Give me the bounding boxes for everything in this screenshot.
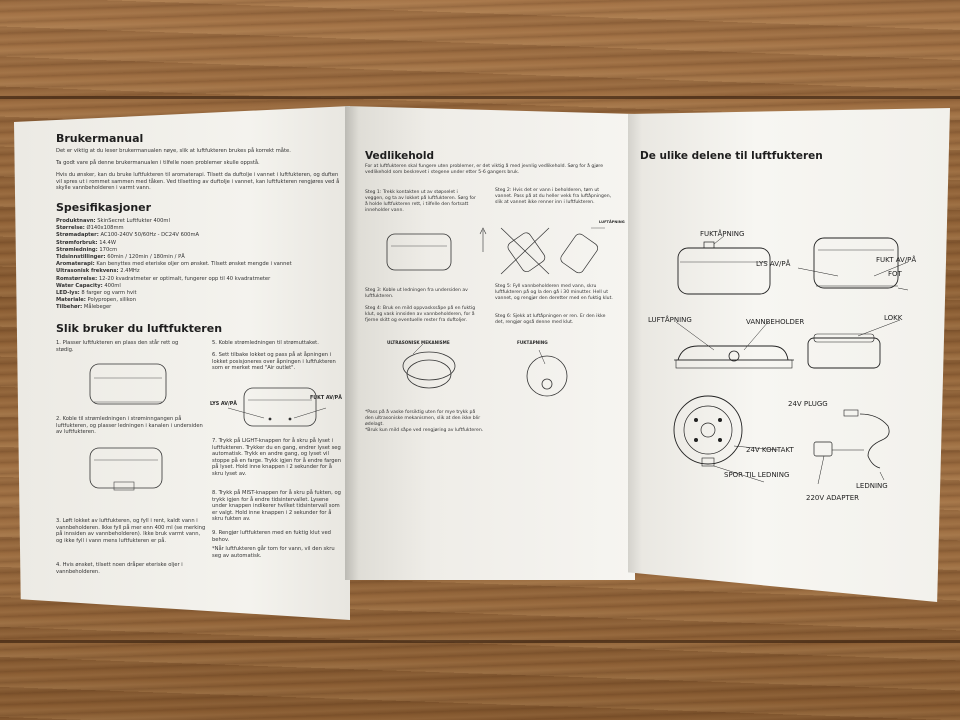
label-fot: FOT xyxy=(888,270,902,278)
maint-step-1: Steg 1: Trekk kontakten ut av støpselet … xyxy=(365,190,476,213)
label-24v-plug: 24V PLUGG xyxy=(788,400,828,408)
label-cable: LEDNING xyxy=(856,482,888,490)
label-vannbeholder: VANNBEHOLDER xyxy=(746,318,805,326)
spec-row: Tidsinnstillinger: 60min / 120min / 180m… xyxy=(56,254,185,261)
maintenance-title: Vedlikehold xyxy=(365,150,435,162)
spec-row: Aromaterapi: Kan benyttes med eteriske o… xyxy=(56,261,292,268)
fold-shadow xyxy=(345,106,359,580)
plank-seam xyxy=(0,640,960,643)
parts-title: De ulike delene til luftfukteren xyxy=(640,150,823,162)
step-4: 4. Hvis ønsket, tilsett noen dråper eter… xyxy=(56,562,183,575)
spec-list: Produktnavn: SkinSecret Luftfukter 400ml… xyxy=(56,218,336,312)
spec-row: Størrelse: Ø140x108mm xyxy=(56,225,124,232)
spec-row: Strømforbruk: 14.4W xyxy=(56,239,116,246)
humidifier-illustration-1 xyxy=(89,363,167,405)
plank-seam xyxy=(0,96,960,99)
label-fukt: FUKT AV/PÅ xyxy=(876,256,917,264)
spec-row: Tilbehør: Målebeger xyxy=(56,304,112,311)
humidifier-open-diagram xyxy=(674,319,901,369)
humidifier-lid-illustration xyxy=(386,227,487,271)
maint-step-5: Steg 5: Fyll vannbeholderen med vann, sk… xyxy=(495,284,613,301)
intro-line-1: Det er viktig at du leser brukermanualen… xyxy=(56,148,291,154)
step-9: 9. Rengjør luftfukteren med en fuktig kl… xyxy=(212,530,331,543)
maint-step-4: Steg 4: Bruk en mild oppvaskssåpe på en … xyxy=(365,306,476,323)
spec-row: Produktnavn: SkinSecret Luftfukter 400ml xyxy=(56,218,170,224)
label-ultrasonic: ULTRASONISK MEKANISME xyxy=(387,340,450,345)
mist-outlet-illustration xyxy=(526,349,568,397)
label-cable-track: SPOR TIL LEDNING xyxy=(724,471,790,479)
pour-water-illustration xyxy=(500,227,605,275)
intro-line-2: Ta godt vare på denne brukermanualen i t… xyxy=(56,160,260,166)
manual-title: Brukermanual xyxy=(56,132,144,145)
maint-step-6: Steg 6: Sjekk at luftåpningen er ren. Er… xyxy=(495,314,606,325)
label-luft-apning: LUFTÅPNING xyxy=(648,316,692,324)
fold-shadow xyxy=(628,108,642,602)
maint-step-3: Steg 3: Koble ut ledningen fra underside… xyxy=(365,288,468,299)
label-mist-button: FUKT AV/PÅ xyxy=(310,396,342,401)
auto-off-note: *Når luftfukteren går tom for vann, vil … xyxy=(212,546,335,559)
spec-row: Strømledning: 170cm xyxy=(56,246,118,253)
brochure-middle-panel: Vedlikehold For at luftfukteren skal fun… xyxy=(345,106,635,580)
humidifier-illustration-2 xyxy=(89,447,163,491)
maintenance-note: *Pass på å vaske forsiktig uten for mye … xyxy=(365,410,484,433)
spec-row: Romstørrelse: 12-20 kvadratmeter er opti… xyxy=(56,275,271,282)
spec-row: Materiale: Polypropen, silikon xyxy=(56,297,137,304)
step-7: 7. Trykk på LIGHT-knappen for å skru på … xyxy=(212,438,342,477)
humidifier-front-diagram xyxy=(677,235,909,295)
intro-line-3: Hvis du ønsker, kan du bruke luftfuktere… xyxy=(56,172,340,192)
brochure-left-panel: Brukermanual Det er viktig at du leser b… xyxy=(14,106,350,620)
humidifier-bottom-diagram xyxy=(673,395,890,485)
use-title: Slik bruker du luftfukteren xyxy=(56,322,223,335)
spec-row: LED-lys: 8 farger og varm hvit xyxy=(56,290,137,297)
step-1: 1. Plasser luftfukteren en plass den stå… xyxy=(56,340,179,353)
spec-row: Water Capacity: 400ml xyxy=(56,282,121,289)
label-air-outlet-small: LUFTÅPNING xyxy=(599,220,625,224)
maint-step-2: Steg 2: Hvis det er vann i beholderen, t… xyxy=(495,188,612,205)
step-3: 3. Løft lokket av luftfukteren, og fyll … xyxy=(56,518,206,544)
humidifier-buttons-illustration xyxy=(227,387,327,427)
step-2: 2. Koble til strømledningen i strøminnga… xyxy=(56,416,203,436)
step-6: 6. Sett tilbake lokket og pass på at åpn… xyxy=(212,352,336,372)
label-220v-adapter: 220V ADAPTER xyxy=(806,494,860,502)
label-light-button: LYS AV/PÅ xyxy=(210,402,237,407)
brochure-right-panel: De ulike delene til luftfukteren FUKTÅPN… xyxy=(628,108,950,602)
label-24v-contact: 24V KONTAKT xyxy=(746,446,794,454)
spec-row: Ultrasonisk frekvens: 2.4MHz xyxy=(56,268,140,275)
step-5: 5. Koble strømledningen til strømuttaket… xyxy=(212,340,319,346)
label-lokk: LOKK xyxy=(884,314,903,322)
label-fukt-apning: FUKTÅPNING xyxy=(700,230,745,238)
spec-title: Spesifikasjoner xyxy=(56,201,152,214)
step-8: 8. Trykk på MIST-knappen for å skru på f… xyxy=(212,490,341,523)
maintenance-intro: For at luftfukteren skal fungere uten pr… xyxy=(365,164,604,175)
label-lys: LYS AV/PÅ xyxy=(756,260,791,268)
spec-row: Strømadapter: AC100-240V 50/60Hz - DC24V… xyxy=(56,232,200,239)
label-mist-outlet: FUKTÅPNING xyxy=(517,340,548,345)
ultrasonic-mechanism-illustration xyxy=(402,343,456,389)
